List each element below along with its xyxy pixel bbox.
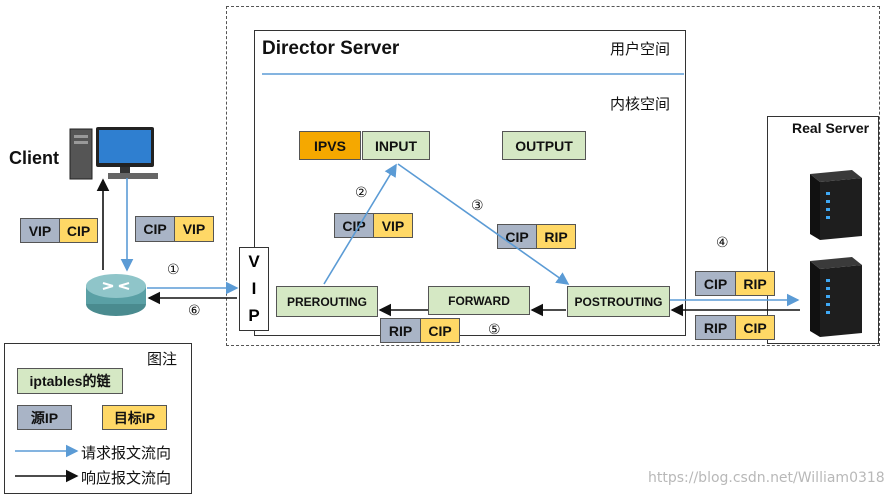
- server-icon: [800, 168, 862, 240]
- legend-chain-swatch: iptables的链: [17, 368, 123, 394]
- src-ip-tag: CIP: [695, 271, 736, 296]
- vip-interface-box: V I P: [239, 247, 269, 331]
- dst-ip-tag: VIP: [373, 213, 413, 238]
- legend-src-swatch: 源IP: [17, 405, 72, 430]
- dst-ip-tag: VIP: [174, 216, 214, 242]
- director-outer-frame: [226, 6, 880, 346]
- src-ip-tag: RIP: [695, 315, 736, 340]
- client-label: Client: [9, 148, 60, 168]
- src-ip-tag: CIP: [334, 213, 374, 238]
- step-2-label: ②: [355, 185, 368, 201]
- step-5-label: ⑤: [488, 322, 501, 338]
- src-ip-tag: CIP: [135, 216, 175, 242]
- legend-request-label: 请求报文流向: [81, 444, 172, 462]
- legend-arrows: [15, 444, 79, 483]
- vip-letter: I: [251, 278, 257, 298]
- step-3-label: ③: [471, 198, 484, 214]
- prerouting-chain: PREROUTING: [276, 286, 378, 317]
- src-ip-tag: VIP: [20, 218, 60, 243]
- legend-chain-label: iptables的链: [29, 373, 111, 389]
- src-ip-tag: RIP: [380, 318, 421, 343]
- dst-ip-tag: RIP: [735, 271, 775, 296]
- legend-dst-label: 目标IP: [113, 409, 156, 426]
- user-space-label: 用户空间: [610, 40, 671, 58]
- step-1-label: ①: [167, 262, 180, 278]
- watermark: https://blog.csdn.net/William0318: [648, 470, 885, 486]
- step-4-label: ④: [716, 235, 729, 251]
- vip-letter: P: [248, 306, 260, 326]
- dst-ip-tag: CIP: [735, 315, 775, 340]
- vip-letter: V: [248, 251, 260, 271]
- director-server-title: Director Server: [262, 38, 400, 59]
- input-chain: INPUT: [362, 131, 430, 160]
- legend: 图注 iptables的链 源IP 目标IP 请求报文流向 响应报文流向: [4, 343, 192, 494]
- dst-ip-tag: CIP: [420, 318, 460, 343]
- step-6-label: ⑥: [188, 303, 201, 319]
- legend-dst-swatch: 目标IP: [102, 405, 167, 430]
- forward-chain: FORWARD: [428, 286, 530, 315]
- dst-ip-tag: CIP: [59, 218, 98, 243]
- legend-response-label: 响应报文流向: [81, 469, 172, 487]
- kernel-space-label: 内核空间: [610, 95, 671, 113]
- output-chain: OUTPUT: [502, 131, 586, 160]
- router-icon: [85, 272, 147, 318]
- dst-ip-tag: RIP: [536, 224, 576, 249]
- computer-icon: [68, 125, 163, 185]
- src-ip-tag: CIP: [497, 224, 537, 249]
- ipvs-chain: IPVS: [299, 131, 361, 160]
- legend-src-label: 源IP: [30, 409, 59, 426]
- legend-title: 图注: [147, 350, 178, 368]
- server-icon: [800, 255, 862, 337]
- real-server-label: Real Server: [792, 120, 870, 136]
- postrouting-chain: POSTROUTING: [567, 286, 670, 317]
